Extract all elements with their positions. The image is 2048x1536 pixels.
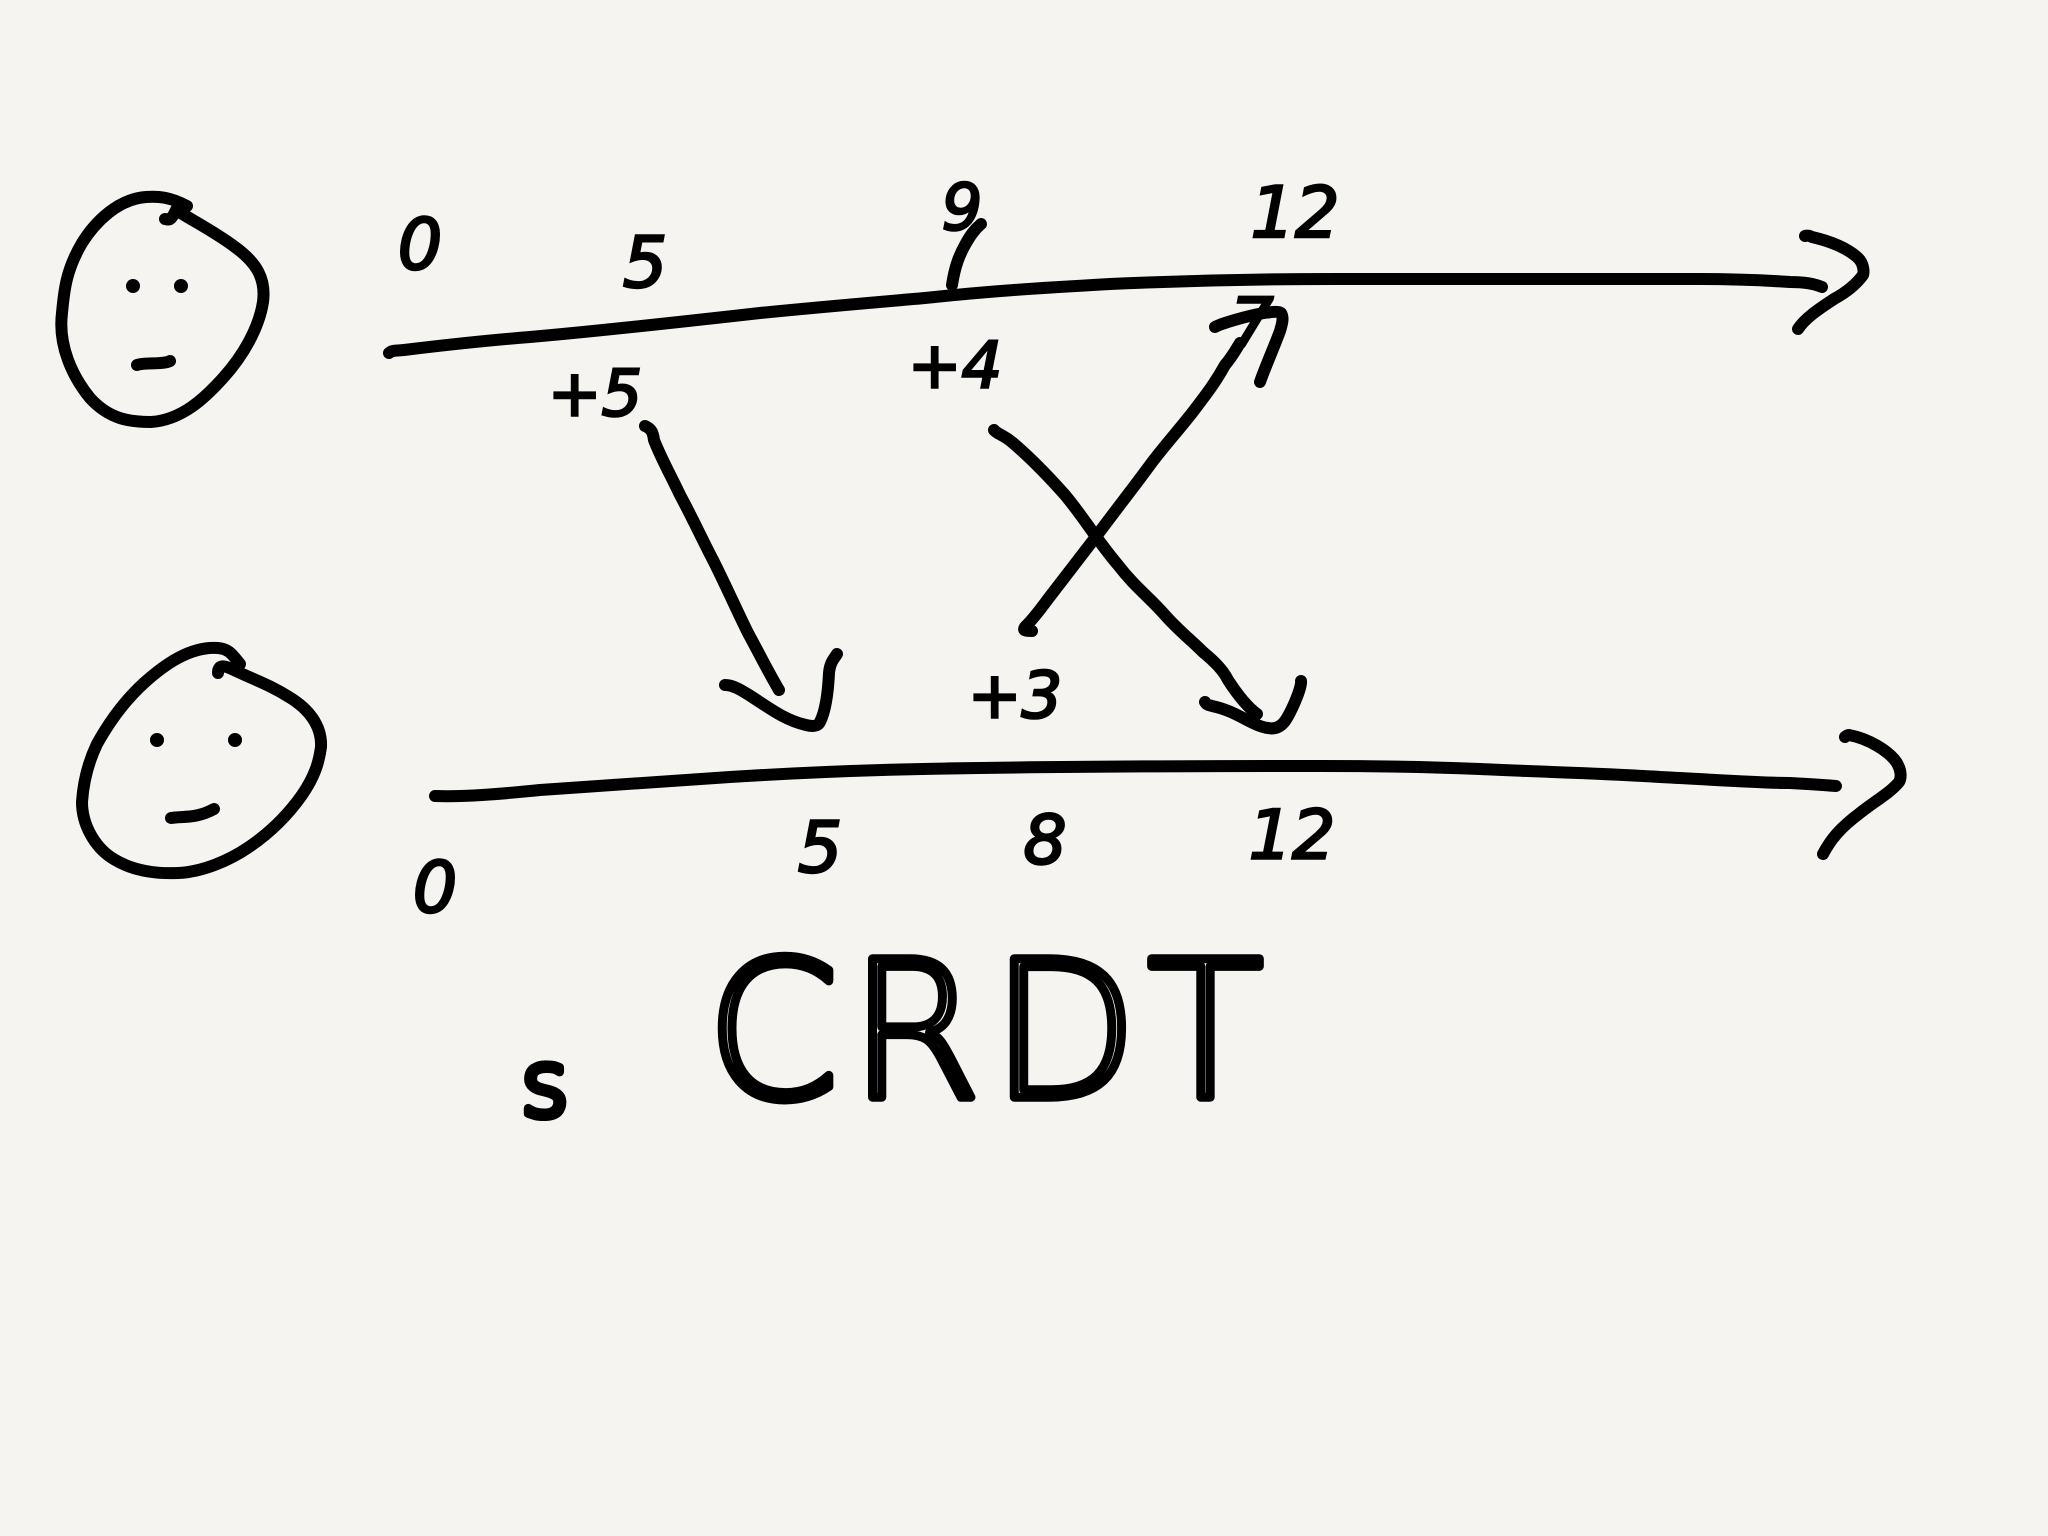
timeline-b-arrow [429,729,1907,860]
label-b-12: 12 [1249,797,1336,876]
caption-title: CRDT [706,921,1273,1142]
label-b-8: 8 [1023,802,1066,881]
label-b-5: 5 [798,807,843,889]
message-arrow-plus5 [639,420,843,732]
label-b-0: 0 [413,847,458,929]
message-arrow-plus3 [1018,305,1289,637]
label-a-12: 12 [1250,172,1339,254]
op-a-7: 7 [1230,285,1273,364]
tick-9 [946,218,987,291]
op-a-plus5: +5 [548,358,642,432]
message-arrow-plus4 [988,424,1308,735]
label-a-0: 0 [398,204,443,286]
timeline-a-arrow [383,229,1870,359]
op-b-plus3: +3 [968,660,1062,734]
face-a-icon [55,190,270,428]
caption-prefix: s [522,1032,569,1137]
op-a-plus4: +4 [908,330,1002,404]
face-b-icon [76,641,328,880]
label-a-9: 9 [942,172,983,246]
label-a-5: 5 [623,222,668,304]
